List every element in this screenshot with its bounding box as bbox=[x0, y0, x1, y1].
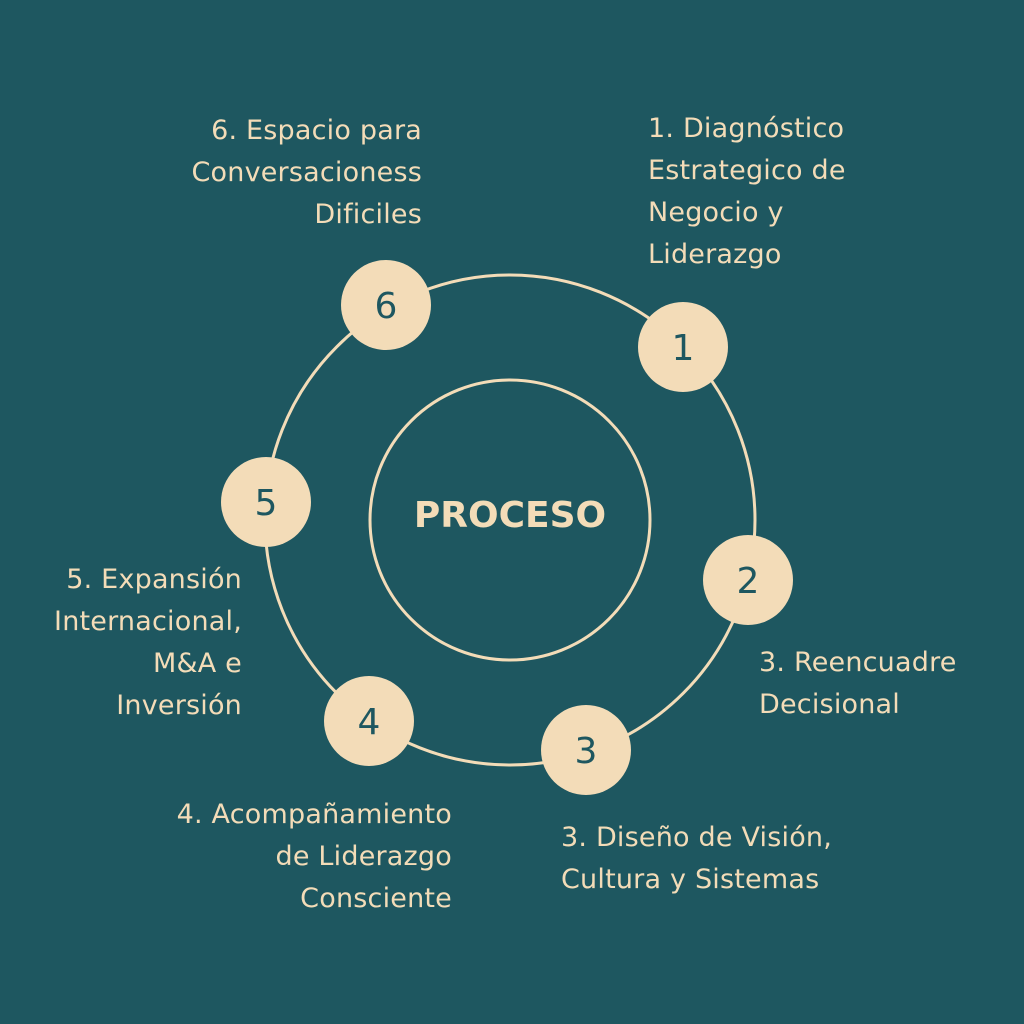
step-label-5-line-2: Internacional, bbox=[54, 606, 242, 637]
step-label-5-line-3: M&A e bbox=[152, 648, 242, 679]
step-label-1: 1. Diagnóstico Estrategico de Negocio y … bbox=[648, 108, 846, 276]
inner-center-circle bbox=[368, 378, 652, 662]
step-number-1: 1 bbox=[672, 328, 695, 369]
center-title: PROCESO bbox=[413, 495, 607, 536]
step-label-1-line-4: Liderazgo bbox=[648, 239, 782, 270]
step-label-6-line-1: 6. Espacio para bbox=[211, 115, 422, 146]
step-node-5: 5 bbox=[221, 457, 311, 547]
step-number-6: 6 bbox=[375, 286, 398, 327]
step-label-3-line-1: 3. Diseño de Visión, bbox=[561, 822, 833, 853]
step-label-4: 4. Acompañamiento de Liderazgo Conscient… bbox=[72, 794, 452, 920]
step-node-6: 6 bbox=[341, 260, 431, 350]
step-label-4-line-1: 4. Acompañamiento bbox=[176, 799, 452, 830]
step-label-3: 3. Diseño de Visión, Cultura y Sistemas bbox=[561, 817, 832, 901]
step-node-2: 2 bbox=[703, 535, 793, 625]
step-label-2-line-1: 3. Reencuadre bbox=[759, 647, 957, 678]
step-label-6: 6. Espacio para Conversacioness Dificile… bbox=[82, 110, 422, 236]
step-label-1-line-2: Estrategico de bbox=[648, 155, 846, 186]
step-number-2: 2 bbox=[737, 561, 760, 602]
step-label-5: 5. Expansión Internacional, M&A e Invers… bbox=[2, 559, 242, 727]
step-number-5: 5 bbox=[255, 483, 278, 524]
step-label-5-line-1: 5. Expansión bbox=[66, 564, 242, 595]
step-label-5-line-4: Inversión bbox=[116, 690, 242, 721]
step-node-3: 3 bbox=[541, 705, 631, 795]
step-label-1-line-3: Negocio y bbox=[648, 197, 784, 228]
step-label-1-line-1: 1. Diagnóstico bbox=[648, 113, 845, 144]
step-node-1: 1 bbox=[638, 302, 728, 392]
step-label-4-line-3: Consciente bbox=[300, 883, 452, 914]
step-label-6-line-3: Dificiles bbox=[314, 199, 422, 230]
step-label-3-line-2: Cultura y Sistemas bbox=[561, 864, 820, 895]
step-label-4-line-2: de Liderazgo bbox=[275, 841, 452, 872]
step-node-4: 4 bbox=[324, 676, 414, 766]
step-label-2-line-2: Decisional bbox=[759, 689, 900, 720]
step-label-6-line-2: Conversacioness bbox=[191, 157, 422, 188]
step-number-3: 3 bbox=[575, 731, 598, 772]
step-label-2: 3. Reencuadre Decisional bbox=[759, 642, 957, 726]
step-number-4: 4 bbox=[358, 702, 381, 743]
